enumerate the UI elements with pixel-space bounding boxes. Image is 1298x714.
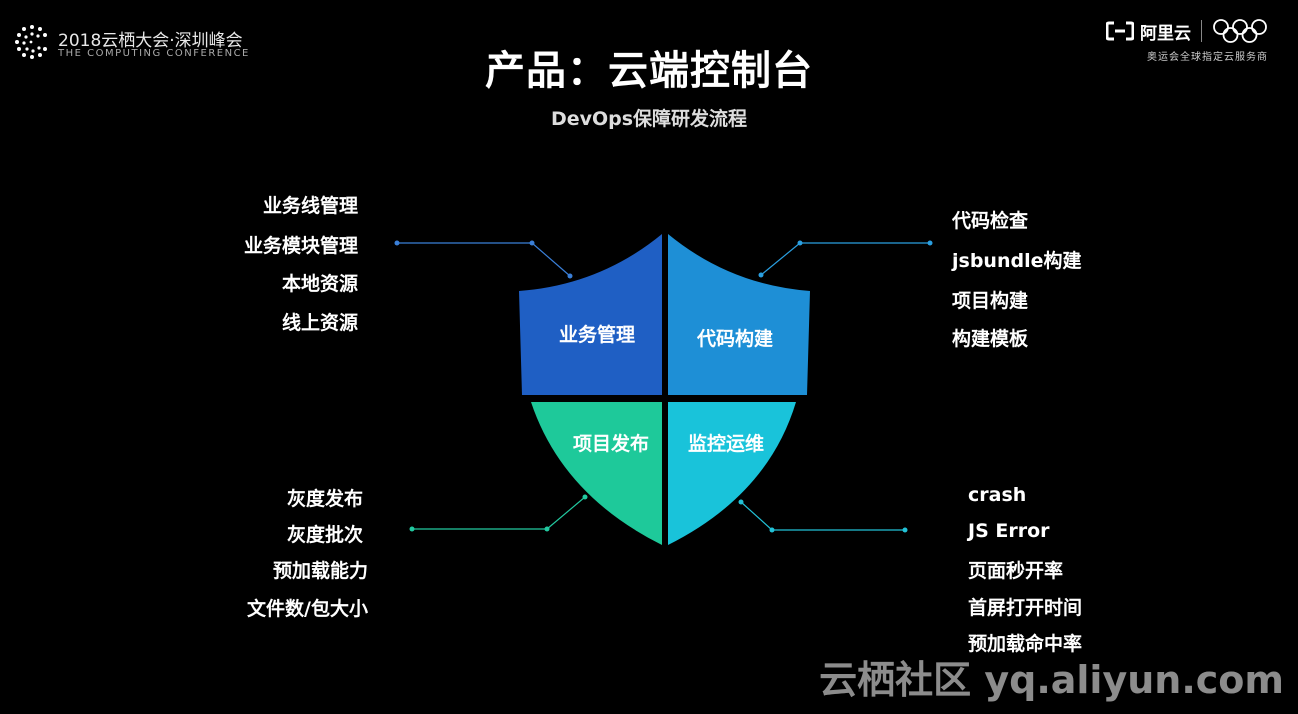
shield-quadrant-monitor — [668, 402, 796, 545]
connector-release — [412, 496, 586, 530]
build-item: 项目构建 — [952, 290, 1029, 312]
build-item: 构建模板 — [952, 328, 1029, 350]
connector-dot — [902, 527, 908, 533]
shield-label-business: 业务管理 — [559, 323, 635, 346]
release-item: 预加载能力 — [272, 560, 368, 582]
release-item: 文件数/包大小 — [247, 598, 368, 620]
page-title: 产品：云端控制台 — [485, 48, 813, 94]
build-item: 代码检查 — [952, 210, 1029, 232]
connector-dot — [769, 527, 775, 533]
build-item: jsbundle构建 — [952, 250, 1082, 272]
connector-dot — [409, 526, 415, 532]
business-item: 本地资源 — [281, 273, 358, 295]
conference-logo-icon — [15, 25, 47, 59]
connector-dot — [544, 526, 550, 532]
brand-block: 阿里云 奥运会全球指定云服务商 — [1106, 18, 1268, 63]
business-item: 线上资源 — [281, 312, 358, 334]
connector-business — [397, 242, 571, 277]
conference-title: 2018云栖大会·深圳峰会 — [58, 31, 243, 51]
connector-dot — [738, 499, 744, 505]
connector-monitor — [740, 501, 905, 531]
connector-dot — [529, 240, 535, 246]
connector-dot — [927, 240, 933, 246]
monitor-item: crash — [968, 484, 1027, 506]
monitor-item: 页面秒开率 — [968, 560, 1064, 582]
connector-dot — [582, 494, 588, 500]
monitor-item: 首屏打开时间 — [968, 597, 1083, 619]
connector-dot — [758, 272, 764, 278]
release-item: 灰度发布 — [286, 488, 363, 510]
shield-quadrant-build — [668, 234, 810, 395]
connector-dot — [797, 240, 803, 246]
watermark: 云栖社区 yq.aliyun.com — [819, 658, 1284, 702]
connector-dot — [567, 273, 573, 279]
shield-quadrant-release — [531, 402, 662, 545]
page-subtitle: DevOps保障研发流程 — [550, 108, 748, 130]
connector-build — [760, 242, 930, 276]
release-item: 灰度批次 — [286, 524, 363, 546]
monitor-item: 预加载命中率 — [968, 633, 1083, 655]
olympic-rings-icon — [1213, 19, 1267, 43]
brand-name: 阿里云 — [1140, 23, 1191, 44]
aliyun-logo-icon — [1106, 21, 1134, 41]
business-item: 业务线管理 — [262, 195, 358, 217]
shield-quadrant-business — [519, 234, 662, 395]
shield-label-release: 项目发布 — [573, 432, 649, 455]
monitor-item: JS Error — [968, 520, 1050, 542]
brand-tagline: 奥运会全球指定云服务商 — [1147, 52, 1268, 63]
shield-label-build: 代码构建 — [696, 327, 773, 350]
business-item: 业务模块管理 — [243, 235, 358, 257]
brand-divider — [1201, 20, 1202, 42]
conference-subtitle: THE COMPUTING CONFERENCE — [58, 48, 250, 59]
connector-dot — [394, 240, 400, 246]
shield-label-monitor: 监控运维 — [688, 432, 764, 455]
